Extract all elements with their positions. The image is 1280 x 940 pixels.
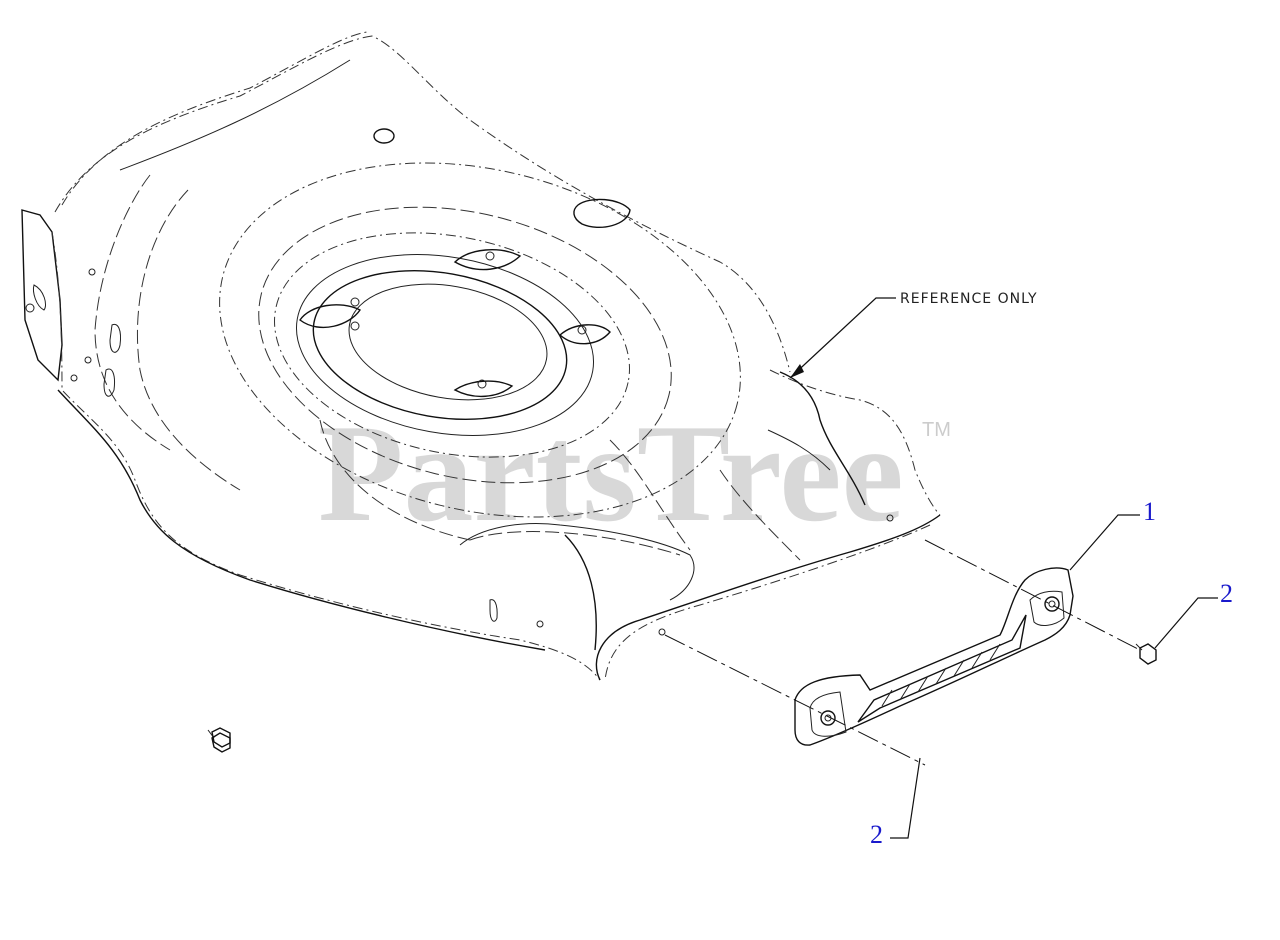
callout-2-bottom: 2	[870, 757, 921, 849]
screw-bottom-body	[211, 727, 231, 748]
mower-deck	[21, 31, 941, 681]
reference-only-note: REFERENCE ONLY	[789, 291, 1038, 379]
callout-1: 1	[1069, 497, 1156, 571]
callout-2-right-label: 2	[1220, 579, 1233, 608]
arrowhead-icon	[790, 364, 804, 378]
reference-only-label: REFERENCE ONLY	[900, 291, 1038, 307]
screw-bottom	[207, 729, 231, 753]
watermark: PartsTree TM	[318, 396, 951, 551]
screw-right	[1135, 643, 1157, 665]
callout-2-bottom-label: 2	[870, 820, 883, 849]
rear-bumper	[794, 567, 1074, 746]
watermark-trademark: TM	[922, 419, 951, 441]
callout-2-right: 2	[1154, 579, 1233, 649]
watermark-text: PartsTree	[318, 396, 904, 551]
callout-1-label: 1	[1143, 497, 1156, 526]
